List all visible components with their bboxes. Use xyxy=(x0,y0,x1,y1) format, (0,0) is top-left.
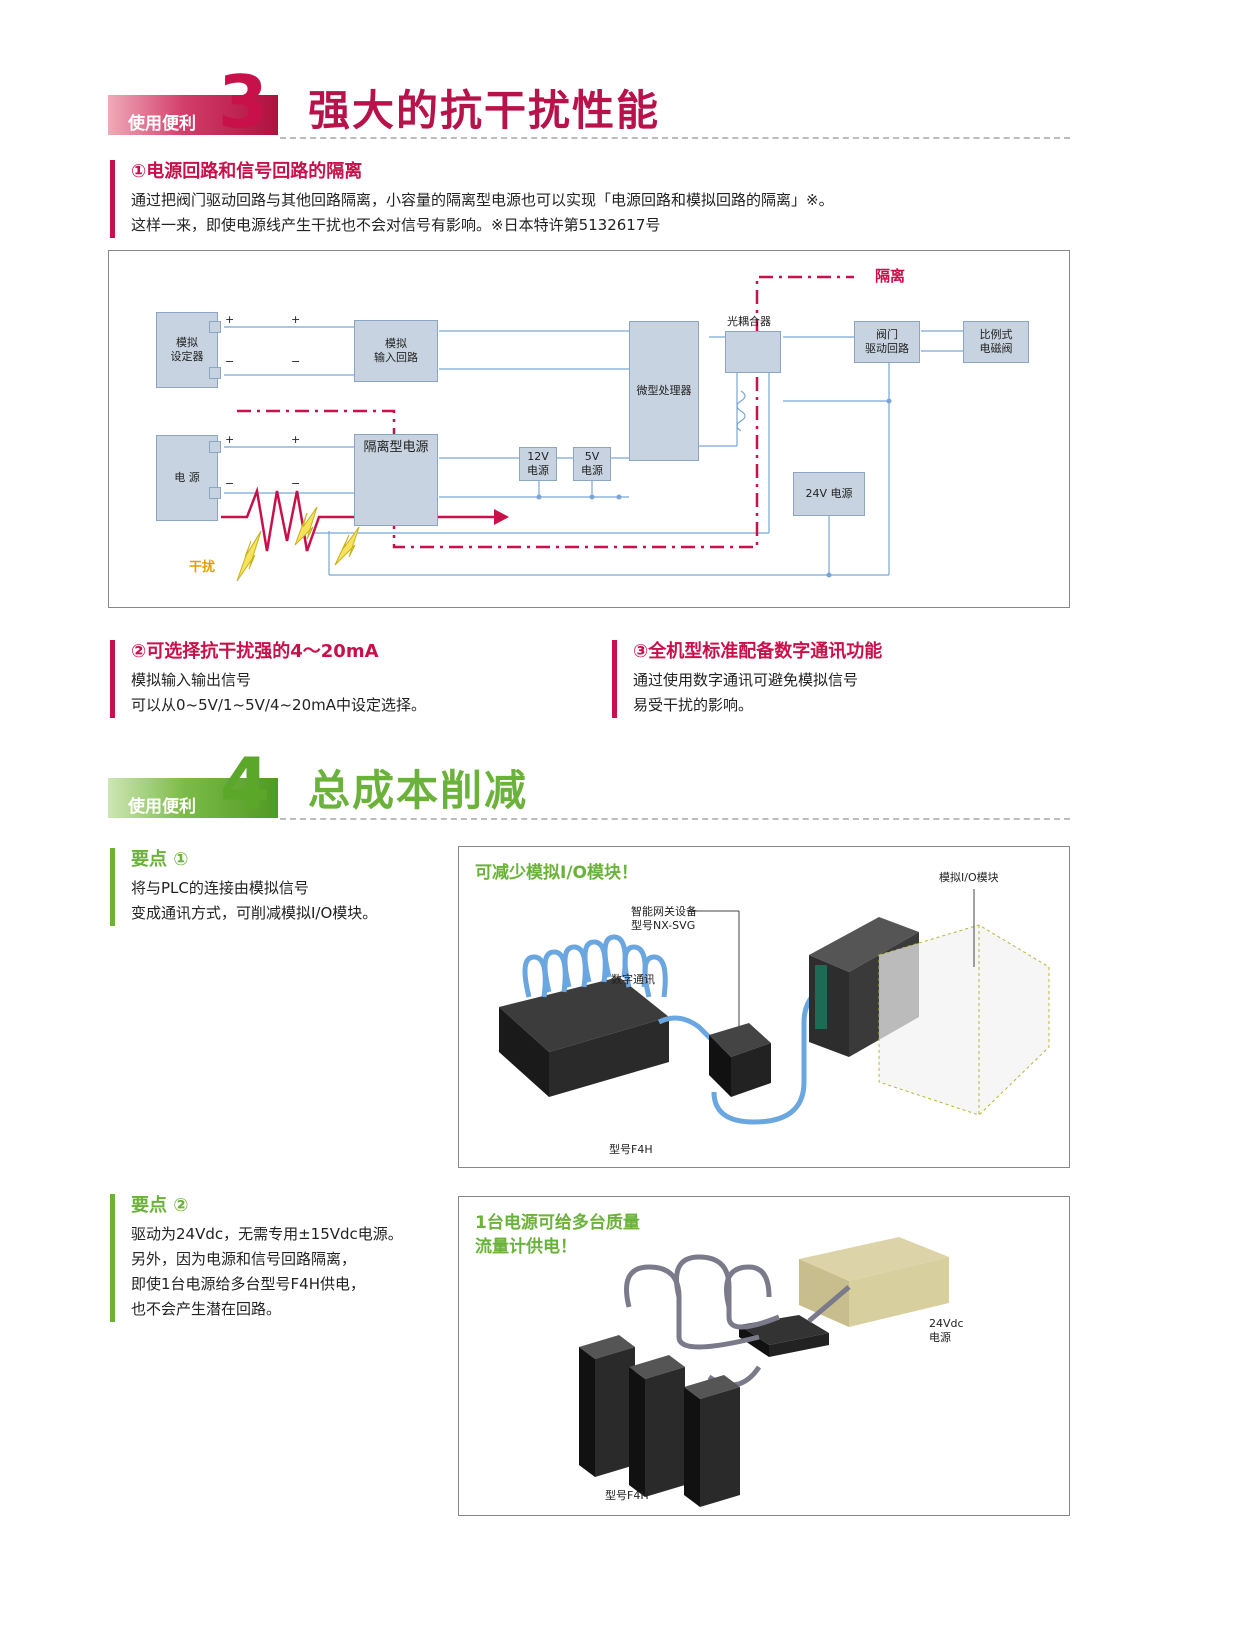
section-divider xyxy=(280,137,1070,139)
terminal-minus xyxy=(209,367,221,379)
point-2-text-1: 驱动为24Vdc，无需专用±15Vdc电源。 xyxy=(131,1225,403,1243)
microprocessor-box: 微型处理器 xyxy=(629,321,699,461)
analog-input-box: 模拟输入回路 xyxy=(354,320,438,382)
minus-sign: − xyxy=(225,477,235,490)
circuit-lines xyxy=(221,275,964,582)
point-1-heading: 要点 ① xyxy=(131,849,189,870)
terminal-plus xyxy=(209,441,221,453)
psu-label-1: 24Vdc xyxy=(929,1317,964,1330)
gateway-label: 智能网关设备 xyxy=(631,905,697,918)
point-2-text-4: 也不会产生潜在回路。 xyxy=(131,1300,282,1318)
plus-sign: + xyxy=(225,433,235,446)
current-signal-text-2: 可以从0~5V/1~5V/4~20mA中设定选择。 xyxy=(131,696,427,714)
digital-comm-text-2: 易受干扰的影响。 xyxy=(633,696,754,714)
shared-power-figure: 1台电源可给多台质量 流量计供电！ 24Vd xyxy=(458,1196,1070,1516)
optocoupler-label: 光耦合器 xyxy=(727,315,771,328)
shared-power-illustration xyxy=(579,1237,949,1507)
benefit-4-tag: 使用便利 xyxy=(108,778,278,818)
isolation-text-1: 通过把阀门驱动回路与其他回路隔离，小容量的隔离型电源也可以实现「电源回路和模拟回… xyxy=(131,191,834,209)
current-signal-text-1: 模拟输入输出信号 xyxy=(131,671,252,689)
gateway-model-label: 型号NX-SVG xyxy=(631,919,696,932)
point-1-text-2: 变成通讯方式，可削减模拟I/O模块。 xyxy=(131,904,378,922)
point-2-heading: 要点 ② xyxy=(131,1195,189,1216)
f4h-model-label: 型号F4H xyxy=(609,1143,653,1156)
isolation-heading: ①电源回路和信号回路的隔离 xyxy=(131,161,363,182)
plus-sign: + xyxy=(291,433,301,446)
shared-power-title-1: 1台电源可给多台质量 xyxy=(475,1213,640,1233)
benefit-3-title: 强大的抗干扰性能 xyxy=(308,86,661,135)
power-box: 电 源 xyxy=(156,435,218,521)
solenoid-valve-box: 比例式电磁阀 xyxy=(963,321,1029,363)
isolation-section: ①电源回路和信号回路的隔离 通过把阀门驱动回路与其他回路隔离，小容量的隔离型电源… xyxy=(110,160,1060,238)
isolated-power-box: 隔离型电源 xyxy=(354,434,438,526)
shared-power-title-2: 流量计供电！ xyxy=(475,1237,577,1257)
isolation-label: 隔离 xyxy=(875,267,906,285)
digital-comm-heading: ③全机型标准配备数字通讯功能 xyxy=(633,641,883,662)
isolation-circuit-diagram: 模拟设定器 + − + − 模拟输入回路 电 源 + − + − 隔离型电源 1… xyxy=(108,250,1070,608)
point-2-section: 要点 ② 驱动为24Vdc，无需专用±15Vdc电源。 另外，因为电源和信号回路… xyxy=(110,1194,430,1322)
digital-comm-label: 数字通讯 xyxy=(611,973,655,986)
point-1-section: 要点 ① 将与PLC的连接由模拟信号 变成通讯方式，可削减模拟I/O模块。 xyxy=(110,848,430,926)
plus-sign: + xyxy=(225,313,235,326)
valve-drive-box: 阀门驱动回路 xyxy=(854,321,920,363)
benefit-4-title: 总成本削减 xyxy=(308,766,529,815)
isolation-text-2: 这样一来，即使电源线产生干扰也不会对信号有影响。※日本特许第5132617号 xyxy=(131,216,661,234)
24v-power-box: 24V 电源 xyxy=(793,472,865,516)
io-module-label: 模拟I/O模块 xyxy=(939,871,999,884)
io-module-illustration xyxy=(499,889,1050,1125)
point-2-text-3: 即使1台电源给多台型号F4H供电， xyxy=(131,1275,365,1293)
analog-setter-box: 模拟设定器 xyxy=(156,312,218,388)
minus-sign: − xyxy=(225,355,235,368)
digital-comm-section: ③全机型标准配备数字通讯功能 通过使用数字通讯可避免模拟信号 易受干扰的影响。 xyxy=(612,640,1052,718)
io-module-reduction-title: 可减少模拟I/O模块！ xyxy=(475,863,638,883)
psu-label-2: 电源 xyxy=(929,1331,951,1344)
benefit-3-tag: 使用便利 xyxy=(108,95,278,135)
terminal-plus xyxy=(209,321,221,333)
current-signal-heading: ②可选择抗干扰强的4～20mA xyxy=(131,641,379,662)
f4h-model-label: 型号F4H xyxy=(605,1489,649,1502)
benefit-3-number: 3 xyxy=(218,60,269,144)
section-divider xyxy=(280,818,1070,820)
plus-sign: + xyxy=(291,313,301,326)
point-2-text-2: 另外，因为电源和信号回路隔离， xyxy=(131,1250,357,1268)
benefit-4-number: 4 xyxy=(220,742,271,826)
optocoupler-box xyxy=(725,331,781,373)
digital-comm-text-1: 通过使用数字通讯可避免模拟信号 xyxy=(633,671,859,689)
terminal-minus xyxy=(209,487,221,499)
io-module-reduction-figure: 可减少模拟I/O模块！ xyxy=(458,846,1070,1168)
noise-label: 干扰 xyxy=(189,560,216,575)
point-1-text-1: 将与PLC的连接由模拟信号 xyxy=(131,879,309,897)
current-signal-section: ②可选择抗干扰强的4～20mA 模拟输入输出信号 可以从0~5V/1~5V/4~… xyxy=(110,640,550,718)
minus-sign: − xyxy=(291,477,301,490)
minus-sign: − xyxy=(291,355,301,368)
